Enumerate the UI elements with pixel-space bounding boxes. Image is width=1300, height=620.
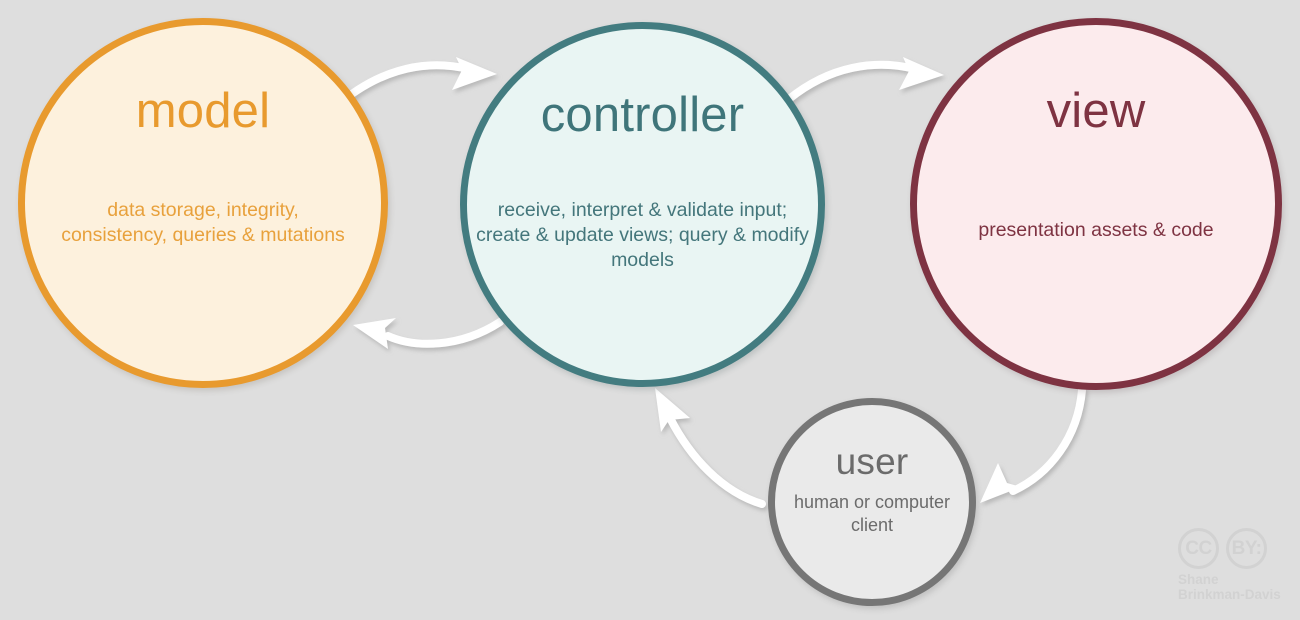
- author-credit-line-1: Shane: [1178, 572, 1219, 587]
- creative-commons-badge[interactable]: CC BY: Shane Brinkman-Davis: [1178, 528, 1290, 608]
- node-view-title: view: [1046, 84, 1146, 138]
- cc-badge-marks: CC BY:: [1178, 528, 1290, 569]
- creative-commons-icon: CC: [1178, 528, 1219, 569]
- author-credit: Shane Brinkman-Davis: [1178, 572, 1290, 602]
- author-credit-line-2: Brinkman-Davis: [1178, 587, 1281, 603]
- node-model-description: data storage, integrity, consistency, qu…: [61, 199, 345, 246]
- node-user[interactable]: user human or computer client: [768, 398, 976, 606]
- arrow-controller-to-model: [353, 318, 504, 349]
- node-controller-description: receive, interpret & validate input; cre…: [476, 199, 809, 271]
- node-model[interactable]: model data storage, integrity, consisten…: [18, 18, 388, 388]
- node-user-title: user: [835, 441, 909, 482]
- node-controller-title: controller: [540, 88, 745, 142]
- arrow-model-to-controller: [336, 57, 497, 107]
- node-view-description: presentation assets & code: [978, 219, 1214, 241]
- arrow-controller-to-view: [785, 57, 944, 103]
- node-user-description: human or computer client: [793, 492, 951, 536]
- arrow-user-to-controller: [655, 388, 766, 508]
- node-view[interactable]: view presentation assets & code: [910, 18, 1282, 390]
- node-controller[interactable]: controller receive, interpret & validate…: [460, 22, 825, 387]
- attribution-icon: BY:: [1226, 528, 1267, 569]
- arrow-view-to-user: [980, 386, 1086, 503]
- node-model-title: model: [135, 84, 271, 138]
